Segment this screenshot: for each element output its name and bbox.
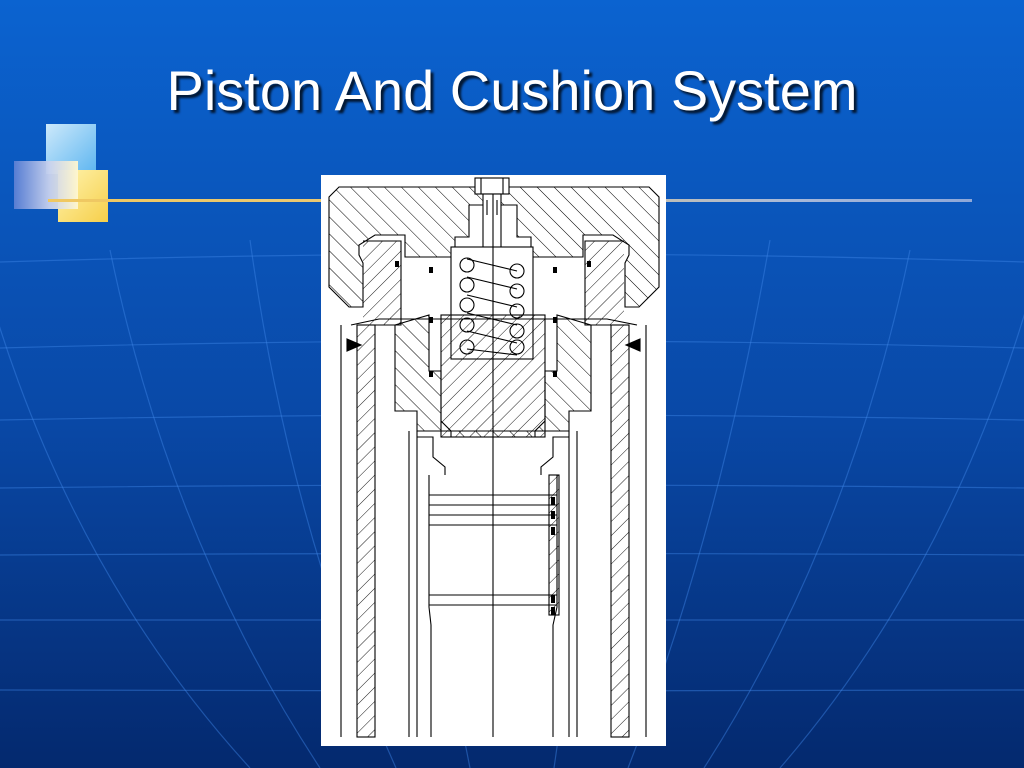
- end-cap: [328, 186, 660, 308]
- cylinder-barrel-left: [356, 324, 376, 738]
- seals: [395, 261, 591, 615]
- slide-title: Piston And Cushion System: [166, 59, 858, 122]
- cross-section-drawing: [328, 177, 660, 738]
- bolt-head: [474, 177, 510, 195]
- piston-cushion-diagram: [321, 175, 666, 746]
- cylinder-barrel-right: [610, 324, 630, 738]
